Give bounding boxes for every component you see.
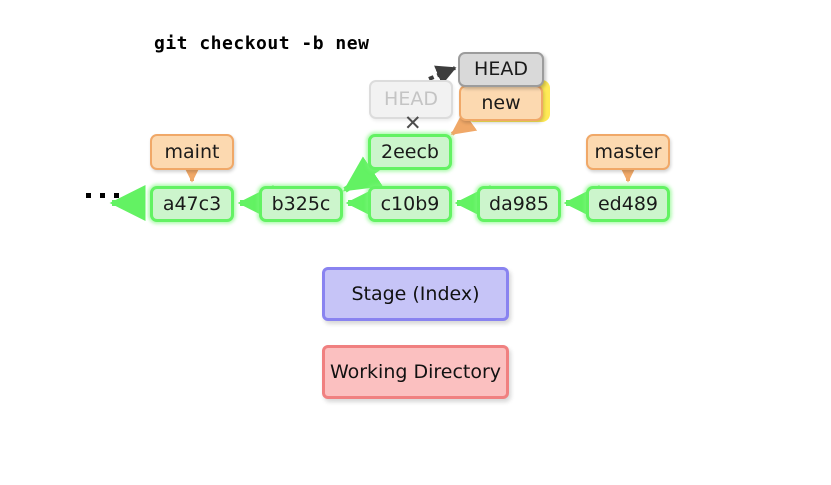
working-directory-box[interactable]: Working Directory	[322, 345, 509, 399]
head-pointer-current[interactable]: HEAD	[458, 52, 544, 87]
working-directory-label: Working Directory	[329, 360, 502, 383]
commit-node-da985[interactable]: da985	[477, 186, 561, 222]
branch-label-text: new	[481, 91, 521, 114]
commit-label: a47c3	[162, 192, 222, 215]
command-title: git checkout -b new	[154, 33, 370, 54]
commit-label: 2eecb	[381, 140, 439, 163]
commit-label: c10b9	[380, 192, 440, 215]
commit-label: b325c	[271, 192, 331, 215]
branch-label-maint[interactable]: maint	[150, 134, 234, 170]
commit-node-b325c[interactable]: b325c	[259, 186, 343, 222]
branch-label-text: master	[594, 140, 662, 163]
head-label: HEAD	[474, 58, 528, 80]
arrow-new-to-2eecb	[450, 111, 478, 136]
stage-index-box[interactable]: Stage (Index)	[322, 267, 509, 321]
branch-label-text: maint	[164, 140, 220, 163]
commit-node-2eecb[interactable]: 2eecb	[368, 134, 452, 170]
commit-label: da985	[489, 192, 549, 215]
branch-label-new[interactable]: new	[459, 85, 543, 121]
ellipsis-dot	[86, 193, 91, 198]
commit-label: ed489	[597, 192, 658, 215]
commit-node-a47c3[interactable]: a47c3	[150, 186, 234, 222]
commit-node-c10b9[interactable]: c10b9	[368, 186, 452, 222]
ellipsis-dot	[114, 193, 119, 198]
head-pointer-previous: HEAD	[369, 80, 453, 119]
branch-label-master[interactable]: master	[586, 134, 670, 170]
ellipsis-dot	[100, 193, 105, 198]
head-detach-x-icon: ✕	[404, 111, 422, 135]
stage-index-label: Stage (Index)	[351, 282, 480, 305]
history-ellipsis-icon	[86, 193, 119, 198]
arrow-head-moved-dashed	[428, 65, 457, 85]
head-label-faded: HEAD	[384, 88, 438, 110]
commit-node-ed489[interactable]: ed489	[586, 186, 670, 222]
